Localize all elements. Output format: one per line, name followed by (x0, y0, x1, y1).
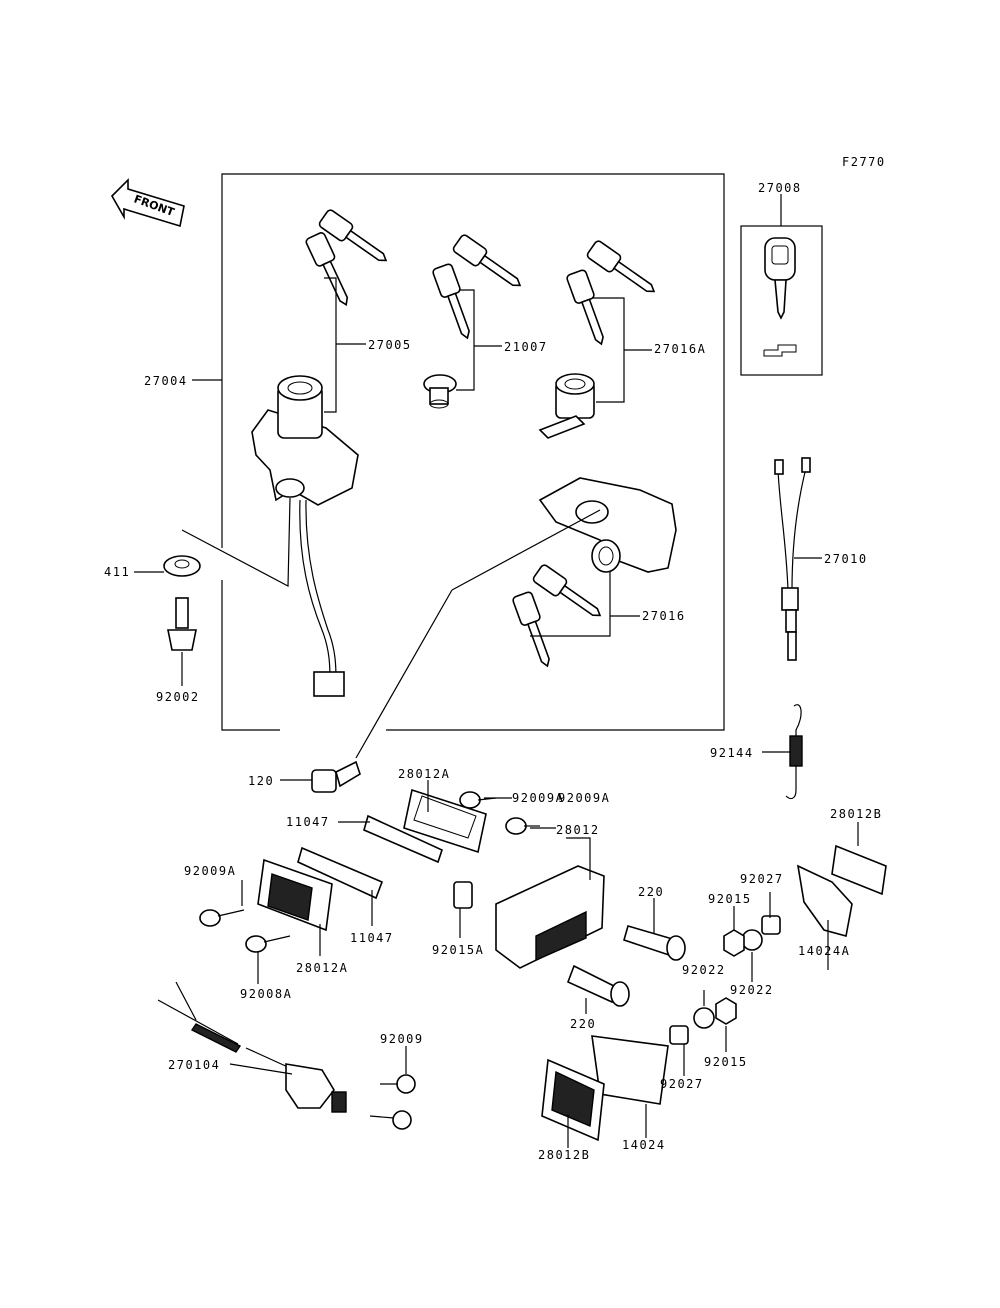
label-27008: 27008 (758, 181, 802, 195)
reflector-frame-28012A (403, 788, 487, 854)
collar-92027-2 (669, 1025, 689, 1045)
label-92009A-1: 92009A (512, 791, 564, 805)
label-27016: 27016 (642, 609, 686, 623)
screw-92009A-left (199, 909, 245, 927)
label-92009A-left: 92009A (184, 864, 236, 878)
label-120: 120 (248, 774, 274, 788)
label-92002: 92002 (156, 690, 200, 704)
label-92027-1: 92027 (740, 872, 784, 886)
label-14024A: 14024A (798, 944, 850, 958)
label-220-1: 220 (638, 885, 664, 899)
switch-assembly-270104 (157, 981, 347, 1113)
label-92022-1: 92022 (682, 963, 726, 977)
label-92027-2: 92027 (660, 1077, 704, 1091)
screw-92008A (245, 935, 291, 953)
bracket-14024 (591, 1035, 669, 1105)
label-28012B-right: 28012B (830, 807, 882, 821)
label-27004: 27004 (144, 374, 188, 388)
main-assembly-frame (221, 173, 725, 731)
label-270104: 270104 (168, 1058, 220, 1072)
reflector-28012B-right (831, 844, 887, 896)
label-27010: 27010 (824, 552, 868, 566)
label-21007: 21007 (504, 340, 548, 354)
part-labels: 27008 27005 21007 27016A 27004 27010 411… (104, 181, 882, 1162)
label-14024: 14024 (622, 1138, 666, 1152)
screw-92009-1 (380, 1074, 416, 1094)
reflector-28012A (257, 858, 333, 932)
label-28012: 28012 (556, 823, 600, 837)
bolt-220-1 (623, 925, 686, 961)
helmet-lock (538, 477, 677, 573)
reflector-housing-28012 (495, 865, 605, 969)
leader-lines (134, 277, 859, 1148)
label-11047-1: 11047 (286, 815, 330, 829)
ignition-switch (251, 375, 359, 697)
label-11047-2: 11047 (350, 931, 394, 945)
screw-92009A-1 (459, 791, 497, 809)
label-92009: 92009 (380, 1032, 424, 1046)
screw-92009-2 (369, 1110, 412, 1130)
label-92015-2: 92015 (704, 1055, 748, 1069)
bracket-11047-1 (363, 814, 443, 864)
label-28012A-bottom: 28012A (296, 961, 348, 975)
label-92008A: 92008A (240, 987, 292, 1001)
lock-cap (423, 374, 457, 409)
nut-92015-1 (723, 929, 745, 957)
label-92144: 92144 (710, 746, 754, 760)
nut-92015A (453, 881, 473, 909)
spring-92144 (785, 704, 803, 800)
label-27005: 27005 (368, 338, 412, 352)
seat-lock (538, 373, 595, 439)
reflector-28012B-bottom (541, 1058, 605, 1142)
label-92022-2: 92022 (730, 983, 774, 997)
label-92015A: 92015A (432, 943, 484, 957)
bolt-92002 (167, 597, 197, 651)
bolt-120 (311, 760, 361, 793)
bolt-220-2 (566, 964, 630, 1007)
front-arrow-icon: FRONT (111, 178, 185, 228)
figure-code: F2770 (842, 155, 886, 169)
collar-92027-1 (761, 915, 781, 935)
label-28012B-bottom: 28012B (538, 1148, 590, 1162)
nut-92015-2 (715, 997, 737, 1025)
screw-92009A-2 (505, 817, 540, 835)
label-27016A: 27016A (654, 342, 706, 356)
brake-switch (774, 457, 811, 661)
label-28012A-top: 28012A (398, 767, 450, 781)
label-411: 411 (104, 565, 130, 579)
key-set-27005 (305, 209, 388, 306)
label-92009A-2: 92009A (558, 791, 610, 805)
bracket-14024A (796, 864, 853, 938)
washer-92022-1 (741, 929, 763, 951)
blank-key-icon (763, 237, 797, 357)
key-set-27016 (512, 564, 602, 668)
key-set-27016A (566, 240, 656, 346)
washer-411 (163, 555, 201, 577)
bracket-11047-2 (297, 846, 384, 900)
label-220-2: 220 (570, 1017, 596, 1031)
key-set-21007 (432, 234, 522, 340)
label-92015-1: 92015 (708, 892, 752, 906)
washer-92022-2 (693, 1007, 715, 1029)
